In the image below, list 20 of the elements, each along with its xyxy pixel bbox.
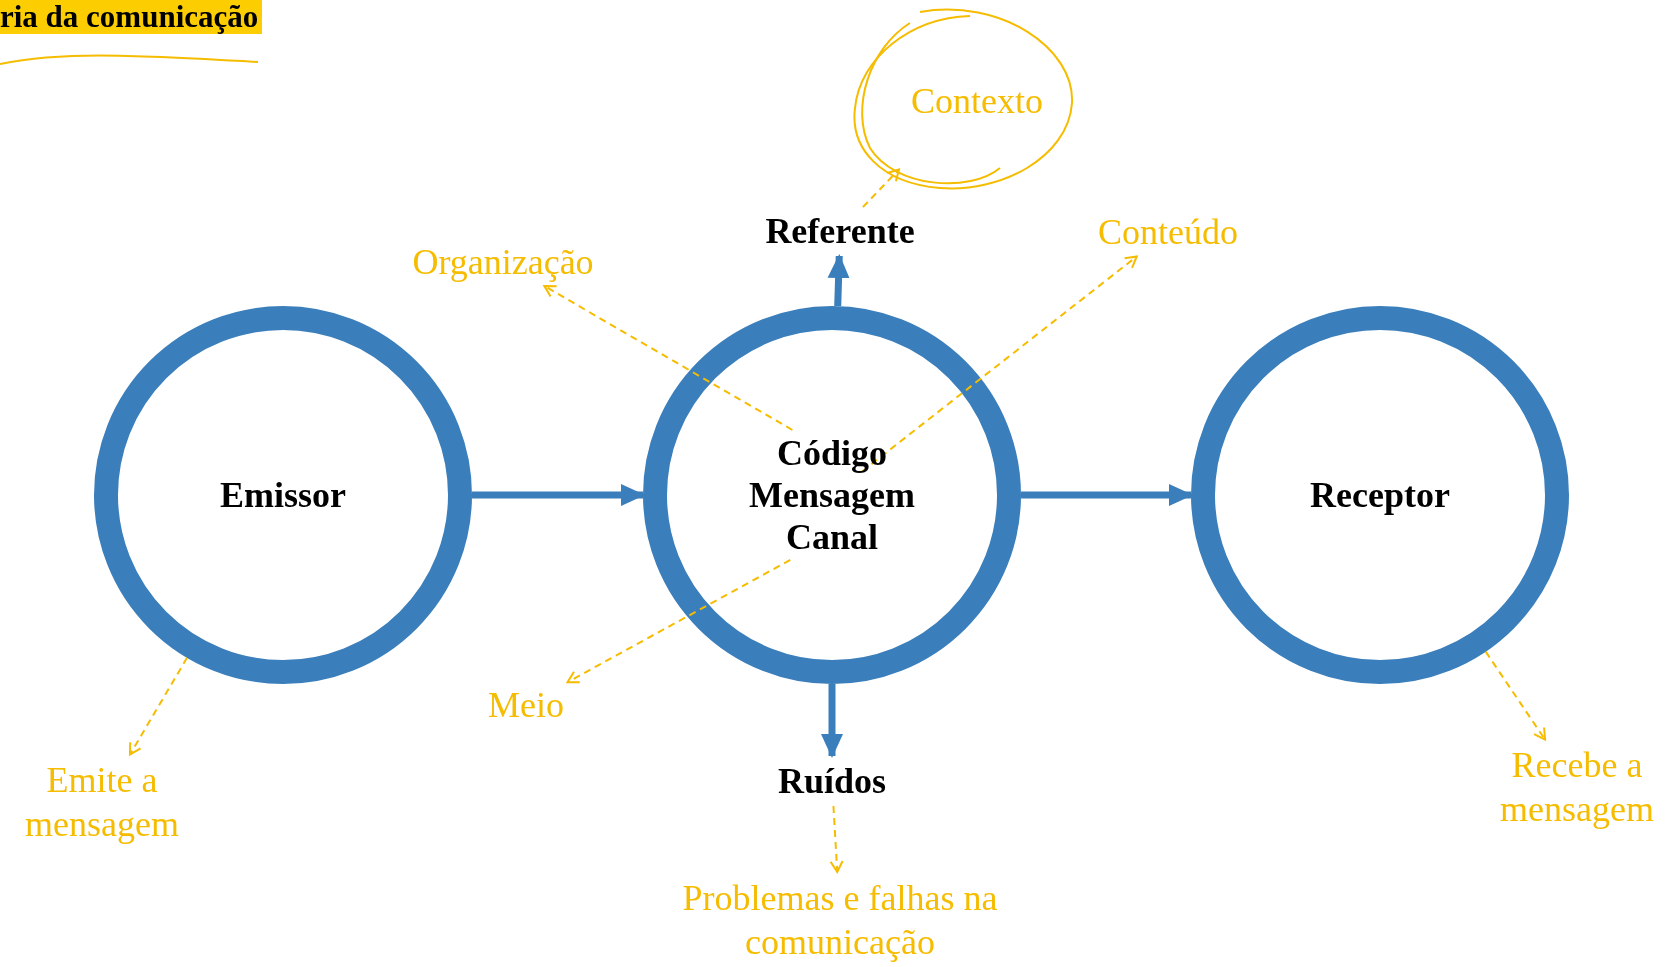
node-label: Ruídos [777,760,887,802]
node-label: Mensagem [749,474,915,516]
dashed-arrow [1484,650,1547,741]
dashed-arrow [566,558,792,684]
node-label: Código [777,432,887,474]
annotation-text: Problemas e falhas na comunicação [630,876,1050,964]
node-label: Canal [786,516,878,558]
annotation-text: Emite a mensagem [2,758,202,846]
arrow [827,254,850,307]
annotation-text: Meio [488,683,564,727]
annotation-text: Conteúdo [1098,210,1238,254]
dashed-arrow [128,656,188,756]
dashed-arrow [543,285,794,431]
dashed-arrow [829,805,844,873]
dashed-arrow [861,168,900,209]
annotation-text: Organização [412,240,594,284]
annotation-text: Recebe a mensagem [1482,743,1672,831]
circled-label: Contexto [850,8,1080,193]
node-label: Referente [765,210,915,252]
title-banner: ria da comunicação [0,0,263,34]
